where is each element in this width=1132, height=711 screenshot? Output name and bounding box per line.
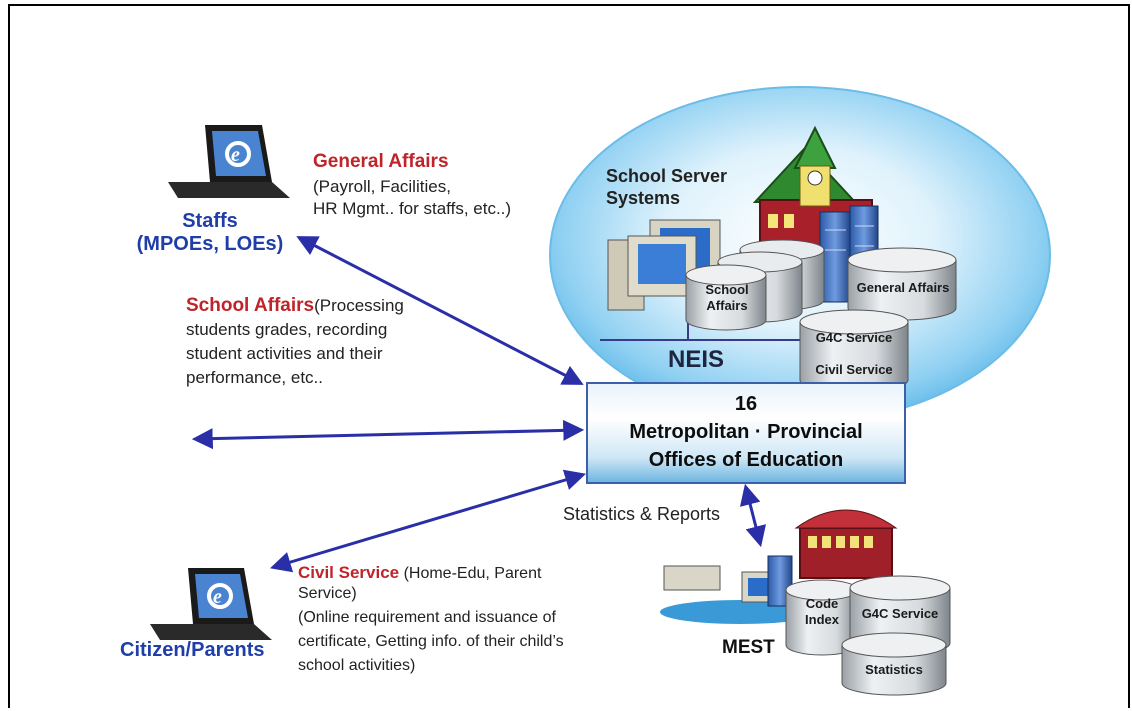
school-server-computers-icon [600,219,800,341]
civil-service-line3: (Online requirement and issuance of [298,609,556,626]
school-affairs-line4: performance, etc.. [186,368,324,387]
civil-service-line2: Service) [298,585,357,602]
statistics-reports-label: Statistics & Reports [563,504,721,524]
school-affairs-line2: students grades, recording [186,320,388,339]
mpoe-box: 16 Metropolitan · Provincial Offices of … [586,382,906,484]
general-affairs-line2: HR Mgmt.. for staffs, etc..) [313,199,512,218]
g4c-civil-service-cylinder [799,309,909,393]
civil-service-line5: school activities) [298,657,416,674]
school-affairs-line1: (Processing [314,296,404,315]
general-affairs-title: General Affairs [313,151,449,172]
neis-g4c-service-label: G4C Service [815,330,893,345]
school-affairs-heading: School Affairs(Processing [186,294,404,317]
neis-school-affairs-line1: School [705,282,749,297]
mest-code-index-line2: Index [805,612,839,627]
mest-code-index-label: Code Index [790,596,854,628]
neis-label: NEIS [668,346,725,373]
school-server-line1: School Server [606,166,728,186]
mest-building-icon [794,509,898,579]
civil-service-title: Civil Service [298,563,400,582]
svg-text:e: e [231,144,240,166]
neis-civil-service-label: Civil Service [815,362,893,377]
mpoe-line1: 16 [734,393,758,415]
code-index-cylinder [785,579,859,656]
school-server-label: School Server Systems [606,165,727,209]
staffs-label-line1: Staffs [182,210,238,232]
mpoe-line2: Metropolitan · Provincial [629,421,863,443]
general-affairs-line1: (Payroll, Facilities, [313,177,451,196]
arrow-staffs-to-mpoe [296,236,584,385]
school-affairs-cylinder [685,264,767,331]
mest-label: MEST [722,637,775,658]
svg-text:e: e [213,586,222,608]
mest-g4c-service-label: G4C Service [861,606,939,621]
school-affairs-title: School Affairs [186,295,315,316]
civil-service-heading: Civil Service (Home-Edu, Parent [298,563,541,584]
arrow-mpoe-to-mest [739,483,767,548]
school-affairs-line3: student activities and their [186,344,383,363]
staffs-label-line2: (MPOEs, LOEs) [136,233,284,255]
arrow-citizen-to-mpoe [269,469,587,573]
staffs-laptop-icon: e [168,125,290,198]
mest-statistics-label: Statistics [865,662,923,677]
neis-school-affairs-label: School Affairs [692,282,762,314]
arrow-horizontal-to-mpoe [191,419,585,450]
neis-general-affairs-label: General Affairs [856,280,950,295]
mest-code-index-line1: Code [805,596,839,611]
statistics-cylinder [841,632,947,696]
citizen-laptop-icon: e [150,568,272,640]
civil-service-line4: certificate, Getting info. of their chil… [298,633,564,650]
citizen-parents-label: Citizen/Parents [120,639,265,661]
neis-school-affairs-line2: Affairs [706,298,748,313]
mest-network-devices-icon [660,555,820,624]
page-frame [8,4,1130,708]
school-server-line2: Systems [606,188,681,208]
mpoe-line3: Offices of Education [648,449,844,471]
civil-service-line1: (Home-Edu, Parent [399,565,542,582]
staffs-label: Staffs (MPOEs, LOEs) [130,210,290,256]
